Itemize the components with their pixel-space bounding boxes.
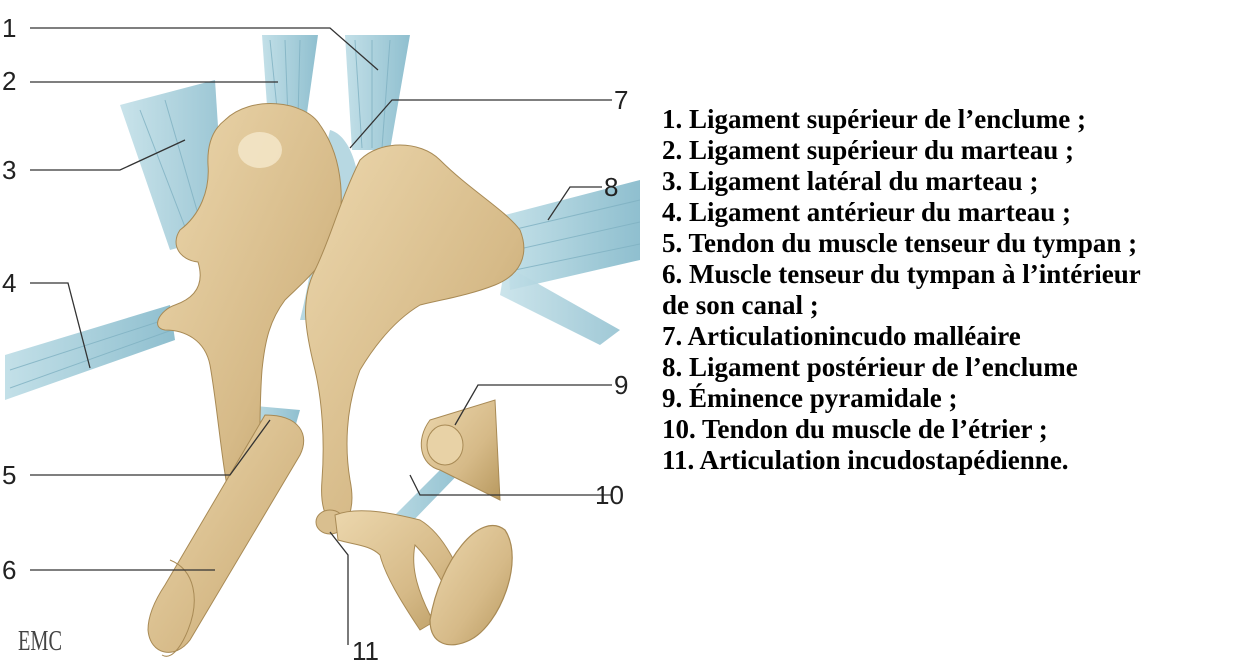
callout-7: 7 [614, 85, 628, 115]
legend-item-3: 3. Ligament latéral du marteau ; [662, 166, 1242, 197]
emc-logo: EMC [18, 626, 62, 657]
legend-item-11: 11. Articulation incudostapédienne. [662, 445, 1242, 476]
anterior-malleus-ligament [5, 305, 175, 400]
legend-item-1: 1. Ligament supérieur de l’enclume ; [662, 104, 1242, 135]
legend-item-9: 9. Éminence pyramidale ; [662, 383, 1242, 414]
callout-10: 10 [595, 480, 624, 510]
callout-8: 8 [604, 172, 618, 202]
legend: 1. Ligament supérieur de l’enclume ; 2. … [662, 104, 1242, 476]
superior-incus-ligament [345, 35, 410, 150]
legend-item-6-continued: de son canal ; [662, 290, 1242, 321]
legend-item-8: 8. Ligament postérieur de l’enclume [662, 352, 1242, 383]
legend-item-7: 7. Articulationincudo malléaire [662, 321, 1242, 352]
callout-5: 5 [2, 460, 16, 490]
callout-2: 2 [2, 66, 16, 96]
callout-1: 1 [2, 13, 16, 43]
legend-item-6: 6. Muscle tenseur du tympan à l’intérieu… [662, 259, 1242, 290]
legend-item-2: 2. Ligament supérieur du marteau ; [662, 135, 1242, 166]
legend-item-5: 5. Tendon du muscle tenseur du tympan ; [662, 228, 1242, 259]
legend-item-4: 4. Ligament antérieur du marteau ; [662, 197, 1242, 228]
callout-9: 9 [614, 370, 628, 400]
stapes [335, 511, 512, 645]
legend-item-10: 10. Tendon du muscle de l’étrier ; [662, 414, 1242, 445]
ossicles-illustration: 1 2 3 4 5 6 7 8 9 10 11 EMC [0, 0, 640, 666]
callout-6: 6 [2, 555, 16, 585]
callout-4: 4 [2, 268, 16, 298]
callout-3: 3 [2, 155, 16, 185]
callout-11: 11 [352, 636, 379, 666]
posterior-incus-ligament [505, 180, 640, 290]
